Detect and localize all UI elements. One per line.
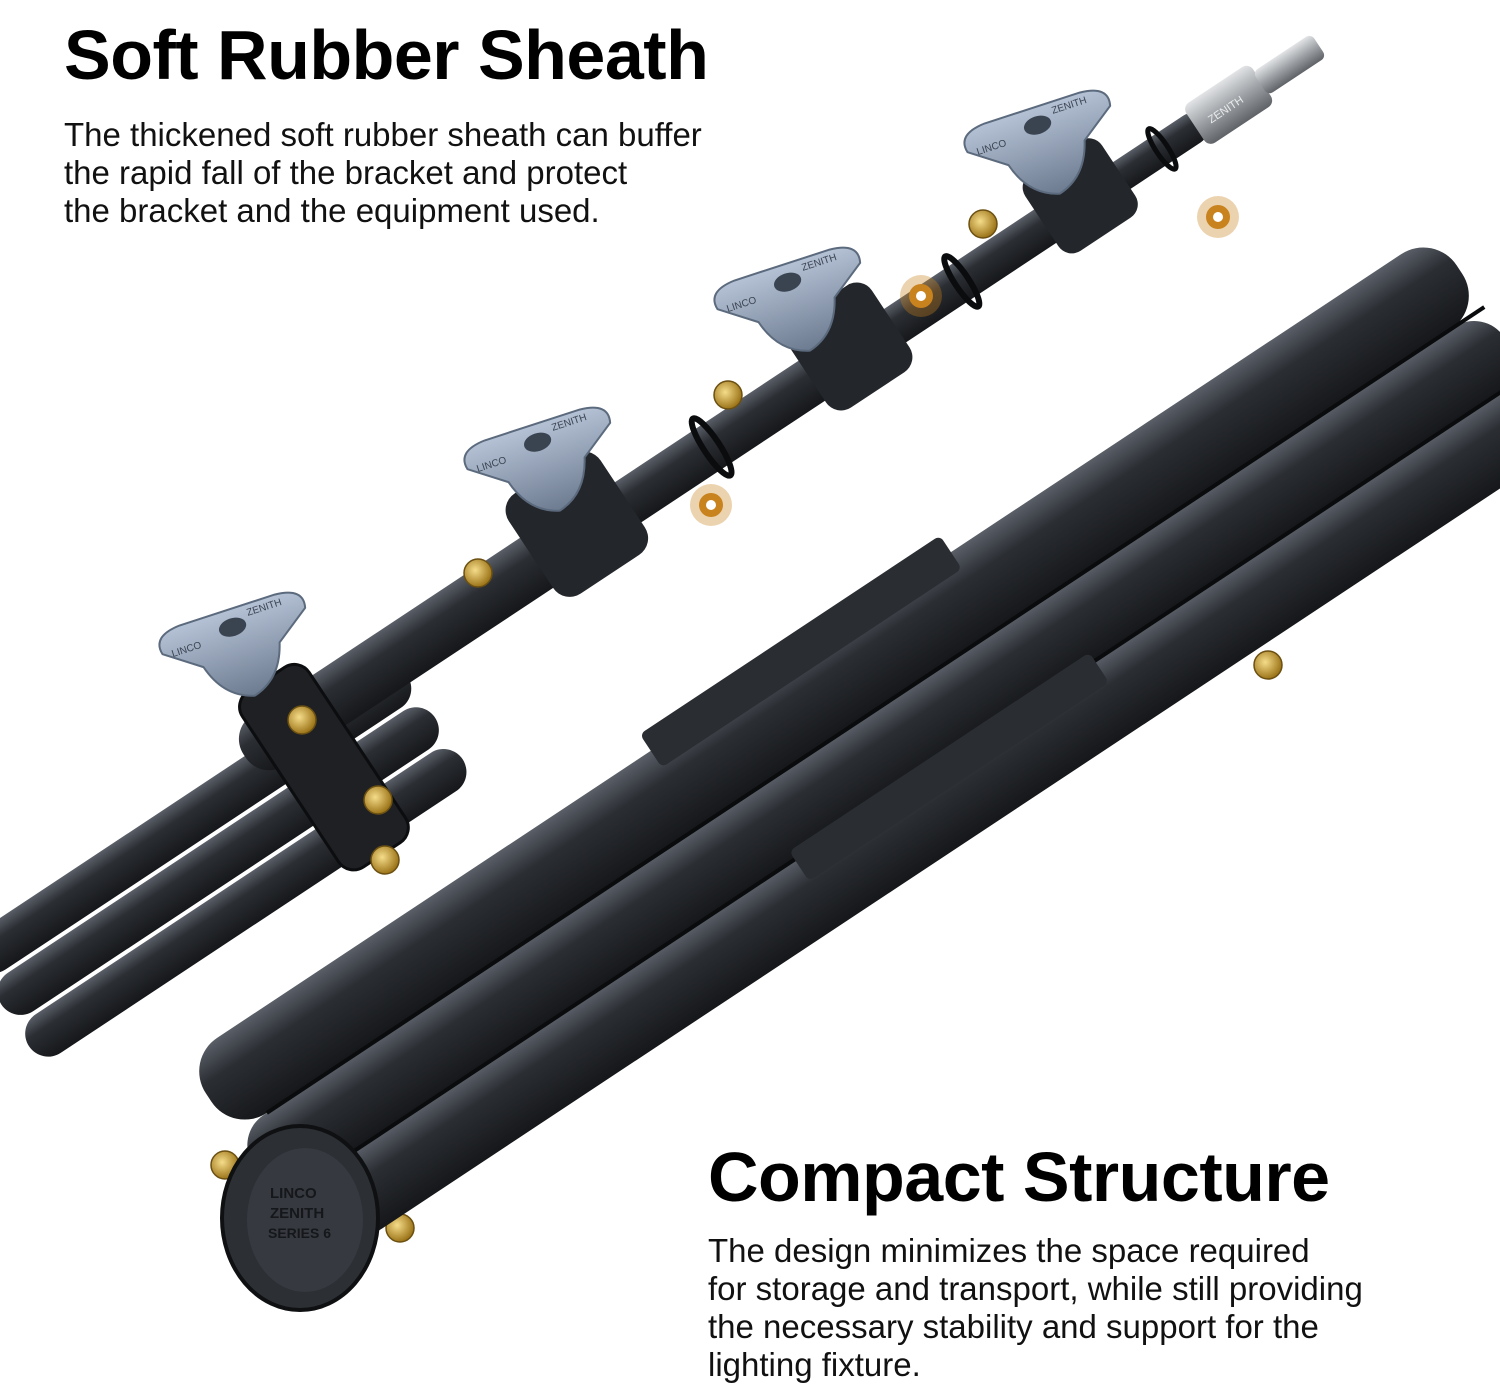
description-line: the necessary stability and support for … <box>708 1308 1319 1345</box>
feature-heading: Compact Structure <box>708 1138 1330 1216</box>
brass-screw <box>968 209 998 239</box>
feature-soft-rubber-sheath: Soft Rubber Sheath The thickened soft ru… <box>64 16 709 230</box>
ring-markers <box>690 196 1239 526</box>
brass-screw <box>713 380 743 410</box>
leg-tube <box>247 320 1500 1188</box>
brass-screw <box>1253 650 1283 680</box>
description-line: the bracket and the equipment used. <box>64 192 600 229</box>
brass-screw <box>287 705 317 735</box>
description-line: for storage and transport, while still p… <box>708 1270 1363 1307</box>
ring-marker <box>690 484 732 526</box>
description-line: The design minimizes the space required <box>708 1232 1310 1269</box>
description-line: lighting fixture. <box>708 1346 921 1383</box>
brass-screw <box>363 785 393 815</box>
feature-description: The thickened soft rubber sheath can buf… <box>64 116 708 230</box>
end-cap: LINCO ZENITH SERIES 6 <box>220 1124 380 1312</box>
spigot <box>1185 65 1273 144</box>
ring-marker <box>1197 196 1239 238</box>
end-cap-model: ZENITH <box>270 1205 324 1222</box>
leg-brace <box>642 537 960 766</box>
rubber-sheath-rings <box>688 126 1179 479</box>
leg-tube <box>291 387 1500 1255</box>
pole-section <box>573 347 850 547</box>
ring-marker <box>900 275 942 317</box>
telescopic-pole: ZENITH <box>0 35 1325 1057</box>
folded-stand-body <box>199 247 1500 1255</box>
brass-screw <box>370 845 400 875</box>
end-cap-brand: LINCO <box>270 1185 317 1202</box>
feature-compact-structure: Compact Structure The design minimizes t… <box>708 1142 1363 1384</box>
description-line: The thickened soft rubber sheath can buf… <box>64 116 702 153</box>
spigot-stud <box>1254 35 1325 94</box>
end-cap-series: SERIES 6 <box>268 1225 331 1241</box>
leg-brace <box>791 654 1107 879</box>
brass-screw <box>463 558 493 588</box>
description-line: the rapid fall of the bracket and protec… <box>64 154 628 191</box>
leg-tube <box>199 247 1469 1120</box>
feature-description: The design minimizes the space required … <box>708 1232 1363 1384</box>
feature-heading: Soft Rubber Sheath <box>64 16 709 94</box>
